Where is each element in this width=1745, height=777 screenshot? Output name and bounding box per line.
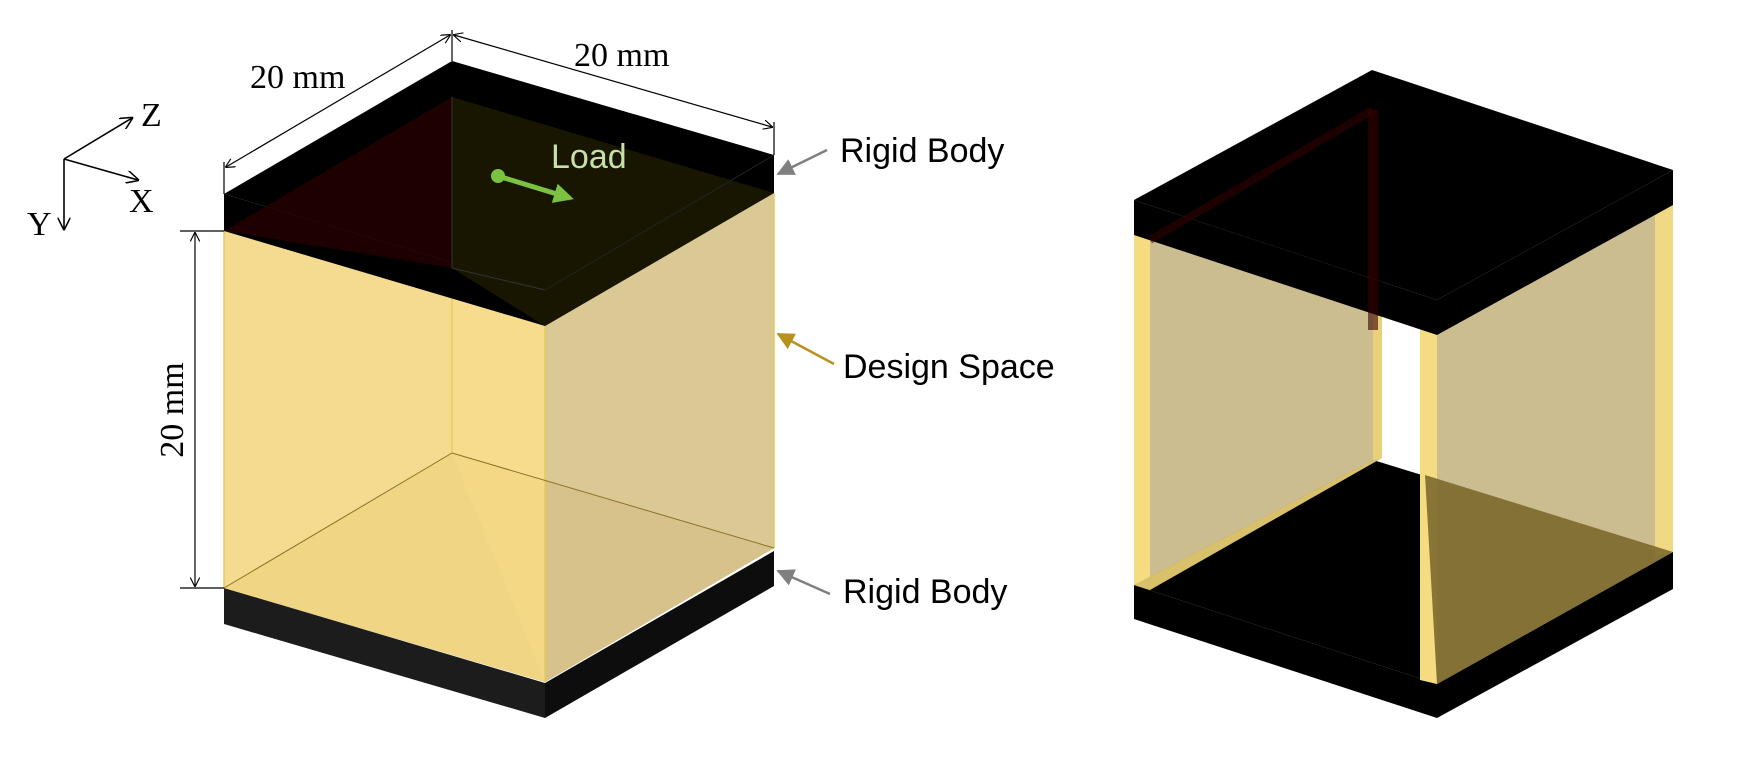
dimension-height-left: 20 mm — [154, 362, 191, 457]
callout-pointers — [776, 148, 835, 596]
axis-x-label: X — [129, 183, 154, 220]
design-space-label: Design Space — [843, 348, 1055, 386]
load-arrow — [491, 169, 574, 203]
axis-z-label: Z — [141, 97, 162, 134]
dimension-lines — [180, 30, 775, 589]
coordinate-axes — [64, 118, 138, 229]
bottom-rigid-body — [224, 551, 774, 718]
right-top-rigid-body — [1134, 70, 1673, 335]
axis-y-label: Y — [27, 206, 52, 243]
left-cube: Load — [223, 61, 775, 718]
rigid-body-top-label: Rigid Body — [840, 132, 1004, 170]
dimension-width-top-left: 20 mm — [250, 59, 345, 96]
right-cube — [1134, 70, 1673, 718]
dimension-width-top-right: 20 mm — [574, 37, 669, 74]
rigid-body-bottom-label: Rigid Body — [843, 573, 1007, 611]
load-label: Load — [551, 138, 627, 176]
right-wall — [1420, 198, 1673, 684]
design-space-block — [223, 97, 775, 682]
